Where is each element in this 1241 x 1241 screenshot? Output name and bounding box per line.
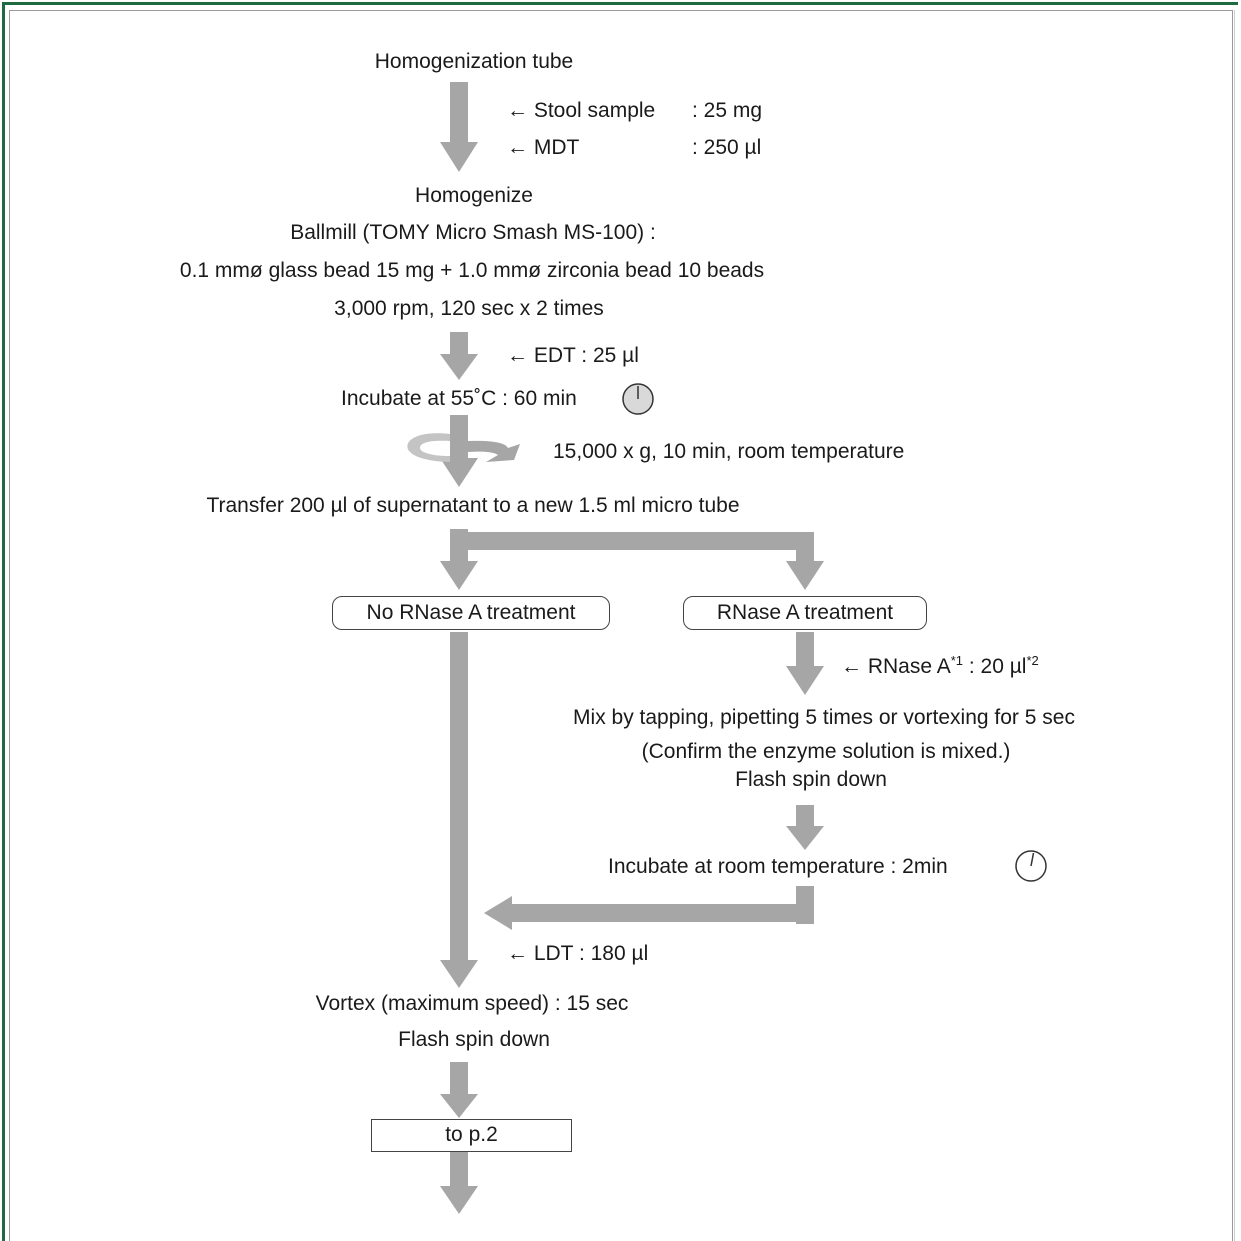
centrifuge-rotation-icon [407,433,520,462]
homogenize-label: Homogenize [415,184,533,207]
arrow-flash-down [786,805,824,850]
arrow-branch-right [786,532,824,590]
homogenization-tube-label: Homogenization tube [374,50,574,73]
arrow-rnase-down [786,632,824,695]
rpm-label: 3,000 rpm, 120 sec x 2 times [334,297,604,320]
frame-left-border [2,2,5,1241]
beads-label: 0.1 mmø glass bead 15 mg + 1.0 mmø zirco… [179,259,765,282]
to-p2-label: to p.2 [445,1123,498,1146]
flash-spin-label-1: Flash spin down [735,768,887,791]
arrow-down-1 [440,82,478,172]
rnase-box: RNase A treatment [683,596,927,630]
incubate-55-label: Incubate at 55˚C : 60 min [341,387,577,410]
transfer-label: Transfer 200 µl of supernatant to a new … [206,494,740,517]
add-rnase-line: ← RNase A*1 : 20 µl*2 [841,653,1039,679]
ballmill-label: Ballmill (TOMY Micro Smash MS-100) : [290,221,656,244]
centrifuge-label: 15,000 x g, 10 min, room temperature [553,440,905,463]
arrow-left-long [440,632,478,988]
arrow-branch-horizontal [468,532,807,550]
add-ldt-label: ← LDT : 180 µl [507,942,649,965]
flash-spin-label-2: Flash spin down [398,1028,550,1051]
clock-icon [1015,850,1047,882]
mix-label: Mix by tapping, pipetting 5 times or vor… [573,706,1075,729]
arrow-down-3 [440,415,478,487]
incubate-rt-label: Incubate at room temperature : 2min [608,855,948,878]
arrow-after-p2 [440,1150,478,1214]
rnase-label: RNase A treatment [716,601,894,624]
frame-left-inner-line [9,10,10,1241]
add-stool-label: ← Stool sample [507,99,656,122]
add-rnase-amount: : 20 µl [963,655,1027,678]
add-mdt-value: : 250 µl [692,136,762,159]
frame-top-inner-line [9,10,1233,11]
frame-top-border [2,2,1238,5]
arrow-return [484,886,814,930]
add-rnase-footnote-2: *2 [1026,653,1039,668]
add-edt-label: ← EDT : 25 µl [507,344,639,367]
no-rnase-box: No RNase A treatment [332,596,610,630]
frame-right-inner-line [1232,10,1233,1241]
arrow-branch-left [440,529,478,590]
arrow-down-2 [440,332,478,380]
frame-right-inner-line-2 [1234,10,1235,1241]
add-rnase-prefix: ← RNase A [841,655,951,678]
confirm-label: (Confirm the enzyme solution is mixed.) [641,740,1011,763]
add-mdt-label: ← MDT [507,136,580,159]
no-rnase-label: No RNase A treatment [366,601,576,624]
add-rnase-footnote-1: *1 [950,653,964,668]
arrow-to-p2 [440,1062,478,1118]
to-p2-box: to p.2 [371,1119,572,1152]
vortex-label: Vortex (maximum speed) : 15 sec [315,992,629,1015]
add-stool-value: : 25 mg [692,99,763,122]
clock-icon [622,383,654,415]
